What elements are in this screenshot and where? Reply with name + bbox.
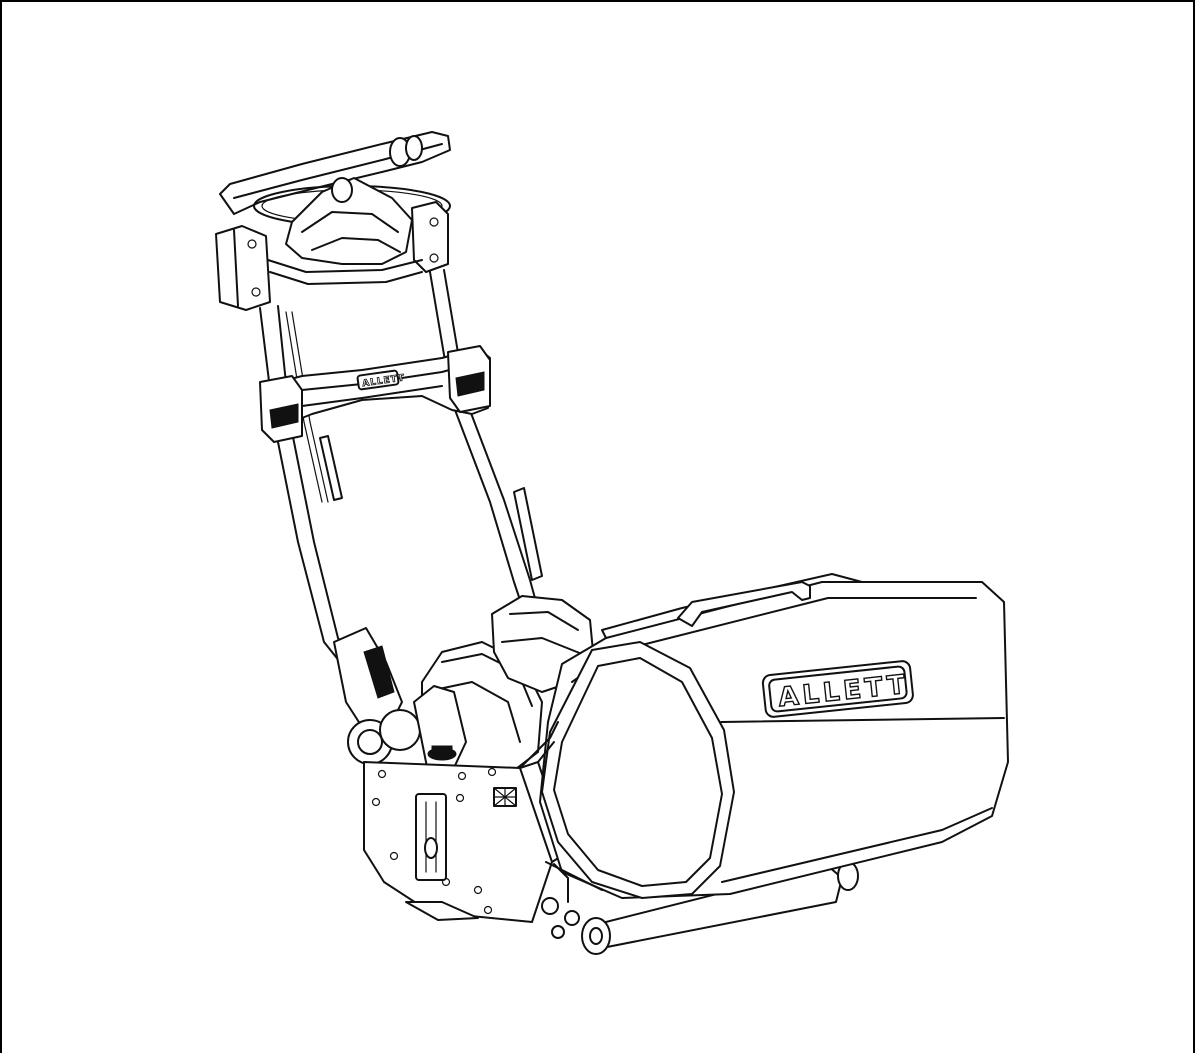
handle-mid-crossbar: ALLETT bbox=[259, 345, 491, 443]
cutter-hood: ALLETT bbox=[539, 573, 1009, 899]
handle-levers bbox=[319, 435, 543, 581]
rear-roller bbox=[405, 901, 479, 921]
lower-handle-bracket bbox=[333, 627, 421, 765]
side-plate bbox=[363, 761, 569, 923]
plate-hood-connector bbox=[519, 721, 603, 903]
handle-tubes bbox=[259, 269, 537, 663]
front-roller bbox=[541, 861, 859, 955]
motor-housing bbox=[413, 595, 595, 773]
handle-top-assembly bbox=[215, 131, 451, 311]
